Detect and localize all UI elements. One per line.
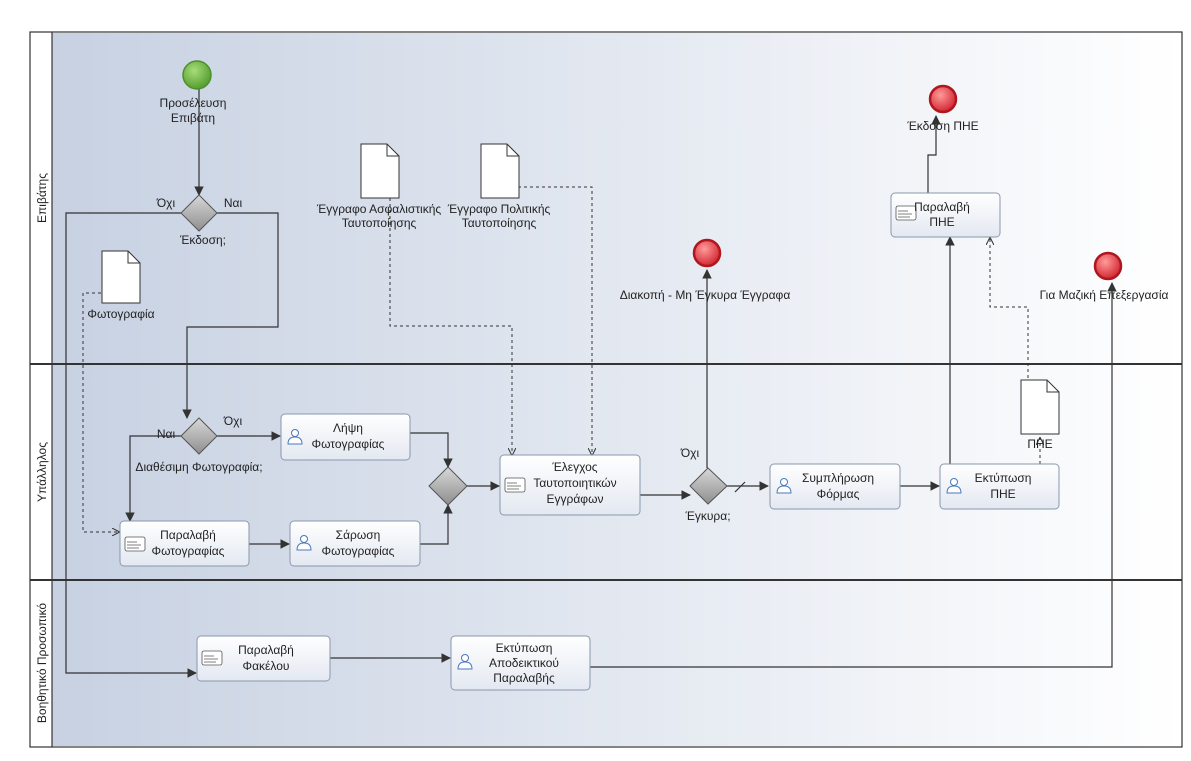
document-photo-label: Φωτογραφία — [87, 307, 154, 321]
gateway-issue-yes: Ναι — [224, 196, 243, 210]
task-fill-form-label-1: Συμπλήρωση — [802, 471, 874, 485]
document-insurance-id-label-1: Έγγραφο Ασφαλιστικής — [316, 202, 442, 216]
end-event-mass-processing: Για Μαζική Επεξεργασία — [1040, 251, 1169, 302]
task-receive-photo-label-1: Παραλαβή — [160, 528, 216, 542]
gateway-merge — [428, 466, 468, 506]
gateway-photo-label: Διαθέσιμη Φωτογραφία; — [135, 460, 262, 474]
task-check-docs-label-2: Ταυτοποιητικών — [533, 476, 616, 490]
task-receive-folder-label-1: Παραλαβή — [238, 643, 294, 657]
document-phe: ΠΗΕ — [1020, 379, 1060, 451]
task-receive-folder[interactable]: Παραλαβή Φακέλου — [196, 635, 331, 682]
gateway-valid: Έγκυρα; Όχι — [680, 446, 731, 523]
lane-label-passenger: Επιβάτης — [35, 173, 49, 223]
document-political-id: Έγγραφο Πολιτικής Ταυτοποίησης — [447, 143, 551, 230]
document-phe-label: ΠΗΕ — [1027, 437, 1052, 451]
task-take-photo-label-2: Φωτογραφίας — [312, 437, 385, 451]
task-receive-photo-label-2: Φωτογραφίας — [152, 544, 225, 558]
gateway-valid-no: Όχι — [680, 446, 700, 460]
task-scan-photo-label-2: Φωτογραφίας — [322, 544, 395, 558]
start-event-label-1: Προσέλευση — [160, 96, 227, 110]
gateway-photo-no: Όχι — [223, 414, 243, 428]
task-check-docs-label-1: Έλεγχος — [551, 460, 597, 474]
pool: Επιβάτης Υπάλληλος Βοηθητικό Προσωπικό — [29, 31, 1183, 748]
gateway-issue: Έκδοση; Όχι Ναι — [156, 194, 243, 247]
gateway-issue-no: Όχι — [156, 196, 176, 210]
lane-label-support: Βοηθητικό Προσωπικό — [35, 603, 49, 724]
task-take-photo-label-1: Λήψη — [333, 421, 363, 435]
task-scan-photo[interactable]: Σάρωση Φωτογραφίας — [289, 520, 421, 567]
end-event-stop-invalid-label: Διακοπή - Μη Έγκυρα Έγγραφα — [620, 288, 791, 302]
task-print-phe-label-2: ΠΗΕ — [990, 487, 1015, 501]
document-political-id-label-1: Έγγραφο Πολιτικής — [447, 202, 551, 216]
end-event-stop-invalid: Διακοπή - Μη Έγκυρα Έγγραφα — [620, 238, 791, 302]
task-receive-phe-label-1: Παραλαβή — [914, 200, 970, 214]
gateway-issue-label: Έκδοση; — [179, 233, 226, 247]
task-fill-form[interactable]: Συμπλήρωση Φόρμας — [769, 463, 901, 510]
document-political-id-label-2: Ταυτοποίησης — [462, 216, 537, 230]
document-photo: Φωτογραφία — [87, 250, 155, 321]
associations — [82, 186, 1040, 532]
end-event-issue-phe-label: Έκδοση ΠΗΕ — [906, 119, 978, 133]
task-fill-form-label-2: Φόρμας — [817, 487, 860, 501]
task-receive-phe[interactable]: Παραλαβή ΠΗΕ — [890, 192, 1001, 238]
task-print-receipt-label-1: Εκτύπωση — [496, 641, 553, 655]
task-print-receipt-label-3: Παραλαβής — [493, 671, 555, 685]
task-print-phe[interactable]: Εκτύπωση ΠΗΕ — [939, 463, 1060, 510]
task-receive-photo[interactable]: Παραλαβή Φωτογραφίας — [119, 520, 250, 567]
end-event-issue-phe: Έκδοση ΠΗΕ — [906, 84, 979, 133]
task-print-phe-label-1: Εκτύπωση — [975, 471, 1032, 485]
task-print-receipt[interactable]: Εκτύπωση Αποδεικτικού Παραλαβής — [450, 635, 591, 691]
hand-icon — [201, 650, 223, 666]
task-check-docs[interactable]: Έλεγχος Ταυτοποιητικών Εγγράφων — [499, 454, 641, 516]
gateway-photo-yes: Ναι — [157, 427, 176, 441]
hand-icon — [895, 205, 917, 221]
gateway-photo-available: Διαθέσιμη Φωτογραφία; Ναι Όχι — [135, 414, 262, 474]
task-scan-photo-label-1: Σάρωση — [336, 528, 381, 542]
task-receive-folder-label-2: Φακέλου — [243, 659, 290, 673]
task-check-docs-label-3: Εγγράφων — [547, 492, 604, 506]
sequence-flows — [65, 88, 1117, 678]
start-event-label-2: Επιβάτη — [171, 111, 215, 125]
lane-label-clerk: Υπάλληλος — [35, 442, 49, 502]
gateway-valid-label: Έγκυρα; — [684, 509, 730, 523]
document-insurance-id: Έγγραφο Ασφαλιστικής Ταυτοποίησης — [316, 143, 442, 230]
task-take-photo[interactable]: Λήψη Φωτογραφίας — [280, 413, 411, 461]
hand-icon — [504, 477, 526, 493]
hand-icon — [124, 536, 146, 552]
end-event-mass-processing-label: Για Μαζική Επεξεργασία — [1040, 288, 1169, 302]
lane-passenger-area — [52, 33, 1181, 364]
task-print-receipt-label-2: Αποδεικτικού — [489, 656, 559, 670]
start-event: Προσέλευση Επιβάτη — [160, 60, 227, 125]
task-receive-phe-label-2: ΠΗΕ — [929, 215, 954, 229]
document-insurance-id-label-2: Ταυτοποίησης — [342, 216, 417, 230]
